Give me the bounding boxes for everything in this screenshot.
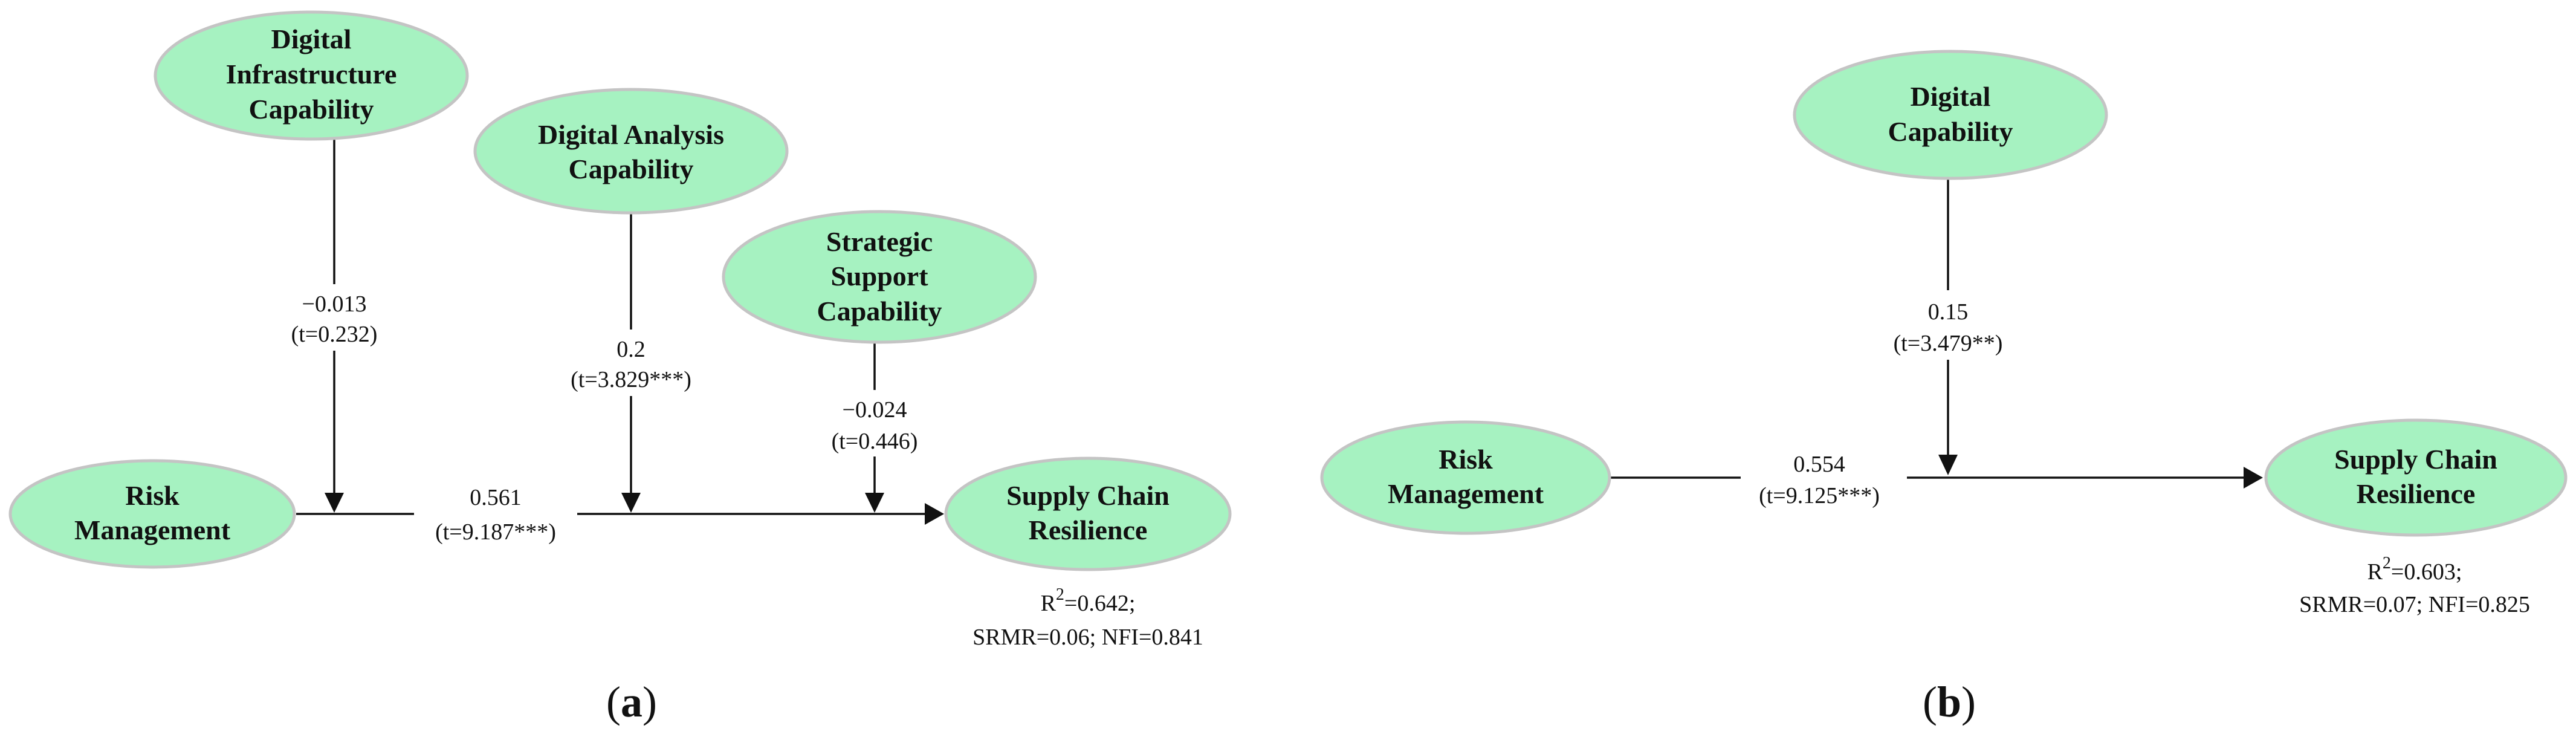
node-label-line: Risk (125, 480, 180, 511)
panel-b: 0.15 (t=3.479**) 0.554 (t=9.125***) Digi… (1320, 50, 2568, 726)
panel-b-r-squared: R2=0.603; (2367, 554, 2462, 585)
panel-a-strategic-coef: −0.024 (843, 397, 907, 423)
panel-a-analysis-arrowhead (621, 493, 641, 513)
panel-a-node-supply-chain-resilience: Supply Chain Resilience (944, 456, 1232, 571)
node-label-line: Risk (1438, 444, 1493, 475)
panel-b-digital-t: (t=3.479**) (1894, 331, 2003, 356)
panel-b-main-coef: 0.554 (1793, 452, 1845, 477)
panel-b-digital-coef: 0.15 (1928, 299, 1969, 325)
panel-a-main-arrowhead (925, 503, 944, 525)
node-label-line: Capability (817, 296, 942, 326)
panel-b-node-risk-management: Risk Management (1320, 420, 1611, 535)
panel-b-caption: (b) (1923, 678, 1976, 726)
node-label-line: Strategic (826, 226, 933, 257)
panel-b-fit-indices: SRMR=0.07; NFI=0.825 (2299, 592, 2530, 617)
node-label-line: Capability (248, 94, 374, 125)
panel-a-node-digital-analysis: Digital Analysis Capability (473, 88, 789, 215)
panel-a-strategic-arrowhead (865, 493, 884, 513)
node-label-line: Support (830, 261, 928, 291)
node-label-line: Resilience (2357, 478, 2476, 509)
node-label-line: Supply Chain (2334, 444, 2497, 475)
panel-a-infrastructure-coef: −0.013 (302, 291, 367, 317)
node-label-line: Management (74, 515, 231, 545)
node-label-line: Capability (568, 154, 693, 184)
panel-a: −0.013 (t=0.232) 0.2 (t=3.829***) −0.024… (8, 10, 1232, 726)
node-label-line: Digital (1911, 81, 1991, 112)
panel-b-main-arrowhead (2244, 467, 2263, 489)
panel-a-analysis-coef: 0.2 (616, 337, 646, 362)
panel-a-analysis-t: (t=3.829***) (571, 367, 691, 392)
panel-a-node-strategic-support: Strategic Support Capability (722, 210, 1037, 344)
panel-a-caption: (a) (606, 678, 657, 726)
node-label-line: Management (1388, 478, 1544, 509)
panel-b-node-digital-capability: Digital Capability (1793, 50, 2108, 180)
panel-a-r-squared: R2=0.642; (1041, 585, 1136, 616)
panel-a-strategic-t: (t=0.446) (832, 429, 918, 454)
node-label-line: Capability (1888, 116, 2013, 147)
panel-a-infrastructure-arrowhead (325, 493, 344, 513)
node-label-line: Digital Analysis (538, 119, 724, 150)
panel-b-main-t: (t=9.125***) (1759, 483, 1880, 508)
node-label-line: Infrastructure (226, 59, 397, 89)
node-label-line: Digital (271, 24, 352, 54)
node-label-line: Resilience (1029, 515, 1148, 545)
panel-a-node-digital-infrastructure: Digital Infrastructure Capability (154, 10, 469, 141)
node-label-line: Supply Chain (1006, 480, 1170, 511)
panel-a-node-risk-management: Risk Management (8, 459, 296, 569)
panel-b-node-supply-chain-resilience: Supply Chain Resilience (2264, 418, 2568, 537)
panel-b-digital-arrowhead (1938, 455, 1958, 475)
panel-a-infrastructure-t: (t=0.232) (291, 322, 378, 347)
panel-a-fit-indices: SRMR=0.06; NFI=0.841 (972, 625, 1203, 650)
panel-a-main-coef: 0.561 (470, 485, 522, 510)
panel-a-main-t: (t=9.187***) (435, 519, 556, 545)
